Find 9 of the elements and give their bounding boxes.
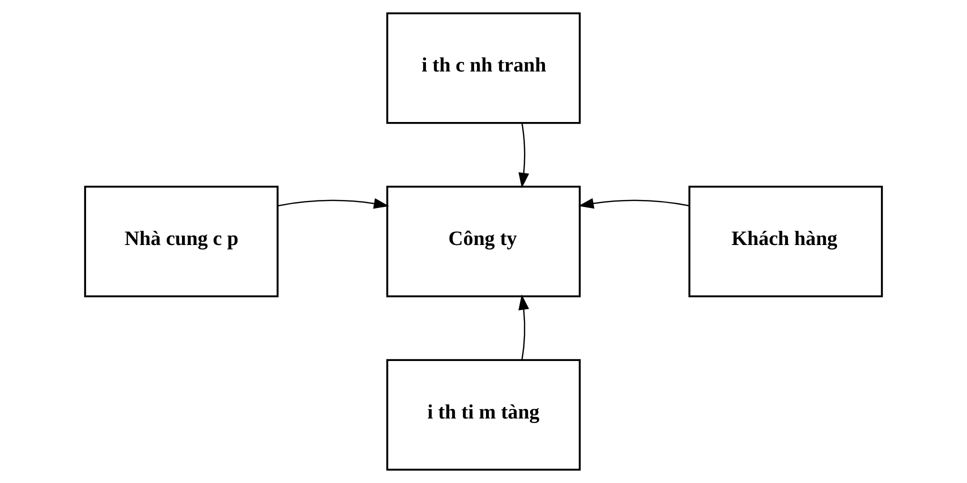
node-box: Khách hàng [688,186,883,298]
arrow [278,198,390,209]
node-box: i th ti m tàng [386,359,581,471]
arrow [578,198,690,209]
node-box: i th c nh tranh [386,12,581,124]
node-box: Công ty [386,186,581,298]
node-box: Nhà cung c p [84,186,279,298]
arrow [518,294,530,360]
arrow [518,122,530,188]
